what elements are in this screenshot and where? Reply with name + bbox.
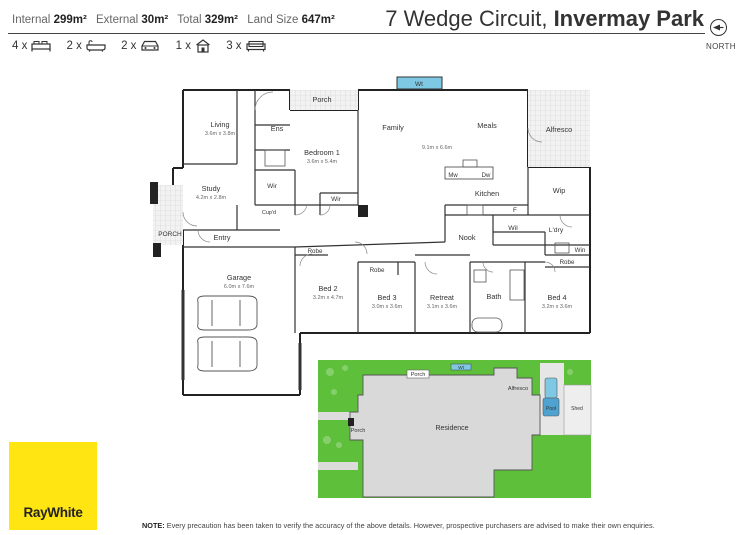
- site-porch-top: Porch: [411, 372, 426, 378]
- room-robe2: Robe: [370, 267, 385, 274]
- room-retreat-dim: 3.1m x 3.6m: [427, 304, 458, 310]
- garage-cars: [197, 295, 258, 372]
- external-label: External: [96, 14, 139, 26]
- note-label: NOTE:: [142, 521, 165, 530]
- room-bath: Bath: [486, 292, 501, 301]
- site-alfresco: Alfresco: [508, 386, 528, 392]
- room-bedroom1: Bedroom 1: [304, 148, 340, 157]
- room-meals: Meals: [477, 121, 497, 130]
- header-divider: [8, 33, 705, 34]
- sofa-icon: [245, 40, 266, 52]
- north-label: NORTH: [706, 42, 736, 51]
- room-robe3: Robe: [560, 259, 575, 266]
- living-count: 1 x: [175, 40, 191, 52]
- total-value: 329m²: [204, 14, 239, 26]
- total-label: Total: [177, 14, 202, 26]
- page-title: 7 Wedge Circuit, Invermay Park: [385, 6, 704, 32]
- internal-label: Internal: [12, 14, 51, 26]
- room-wir1: Wir: [267, 183, 278, 190]
- room-cupboard: Cup'd: [262, 210, 276, 216]
- car-count: 2 x: [121, 40, 137, 52]
- room-alfresco: Alfresco: [546, 125, 572, 134]
- room-bed4: Bed 4: [547, 293, 566, 302]
- room-bed2-dim: 3.2m x 4.7m: [313, 295, 344, 301]
- property-stats: Internal 299m² External 30m² Total 329m²…: [12, 14, 335, 26]
- room-family: Family: [382, 123, 404, 132]
- feature-bathrooms: 2 x: [67, 40, 106, 52]
- appliance-microwave: Mw: [448, 173, 458, 179]
- lounge-count: 3 x: [226, 40, 242, 52]
- site-residence: Residence: [435, 425, 468, 432]
- raywhite-logo: RayWhite: [9, 442, 97, 530]
- room-study: Study: [202, 184, 221, 193]
- site-shed: Shed: [571, 406, 583, 412]
- room-porch-left: PORCH: [158, 231, 182, 238]
- bathroom-count: 2 x: [66, 40, 82, 52]
- room-garage: Garage: [227, 273, 251, 282]
- bath-icon: [86, 40, 106, 52]
- water-tank-label: Wt: [415, 81, 423, 88]
- feature-lounge: 3 x: [226, 40, 266, 52]
- land-label: Land Size: [247, 14, 299, 26]
- address-suburb: Invermay Park: [553, 6, 704, 31]
- room-laundry: L'dry: [549, 227, 564, 234]
- room-living: Living: [210, 120, 229, 129]
- alfresco-tiles: [528, 90, 590, 167]
- room-family-dim: 9.1m x 6.6m: [422, 145, 453, 151]
- appliance-dishwasher: Dw: [482, 173, 491, 179]
- floor-plan: Porch Wt Living 3.6m x 3.8m Ens Bedroom …: [150, 76, 591, 396]
- room-kitchen: Kitchen: [475, 189, 499, 198]
- porch-top-tiles: [290, 90, 358, 110]
- living-icon: [196, 39, 210, 53]
- disclaimer-note: NOTE: Every precaution has been taken to…: [142, 521, 655, 530]
- features-row: 4 x 2 x 2 x 1 x: [12, 39, 278, 53]
- room-porch-top: Porch: [312, 95, 331, 104]
- water-tank: [396, 76, 443, 90]
- site-porch-left: Porch: [351, 428, 366, 434]
- address-street: 7 Wedge Circuit,: [385, 6, 548, 31]
- bed-icon: [31, 41, 51, 52]
- room-ensuite: Ens: [271, 124, 284, 133]
- room-bed3-dim: 3.0m x 3.6m: [372, 304, 403, 310]
- bedroom-count: 4 x: [12, 40, 28, 52]
- room-bedroom1-dim: 3.6m x 5.4m: [307, 159, 338, 165]
- room-wil: Wil: [508, 225, 518, 232]
- land-value: 647m²: [301, 14, 335, 26]
- pool-water: [542, 397, 560, 417]
- appliance-fridge: F: [513, 207, 517, 214]
- shed: [563, 384, 592, 436]
- external-value: 30m²: [141, 14, 169, 26]
- room-wip: Wip: [553, 186, 566, 195]
- site-plan: Porch Wt Alfresco Pool Shed Residence Po…: [318, 360, 592, 498]
- residence-roof: [349, 367, 541, 498]
- room-bed2: Bed 2: [318, 284, 337, 293]
- room-living-dim: 3.6m x 3.8m: [205, 131, 236, 137]
- room-bed4-dim: 3.2m x 3.6m: [542, 304, 573, 310]
- room-garage-dim: 6.0m x 7.6m: [224, 284, 255, 290]
- room-entry: Entry: [213, 233, 230, 242]
- room-nook: Nook: [458, 233, 475, 242]
- room-win: Win: [575, 247, 586, 254]
- car-icon: [141, 40, 160, 51]
- room-wir2: Wir: [331, 196, 342, 203]
- internal-value: 299m²: [53, 14, 87, 26]
- note-text: Every precaution has been taken to verif…: [164, 521, 655, 530]
- site-pool: Pool: [546, 406, 556, 412]
- room-robe1: Robe: [308, 248, 323, 255]
- compass-icon: [710, 19, 727, 36]
- logo-text: RayWhite: [23, 505, 83, 520]
- site-water-tank: Wt: [458, 365, 465, 371]
- feature-bedrooms: 4 x: [12, 40, 51, 52]
- feature-living: 1 x: [176, 39, 211, 53]
- room-retreat: Retreat: [430, 293, 454, 302]
- room-study-dim: 4.2m x 2.8m: [196, 195, 227, 201]
- feature-cars: 2 x: [121, 40, 160, 52]
- room-bed3: Bed 3: [377, 293, 396, 302]
